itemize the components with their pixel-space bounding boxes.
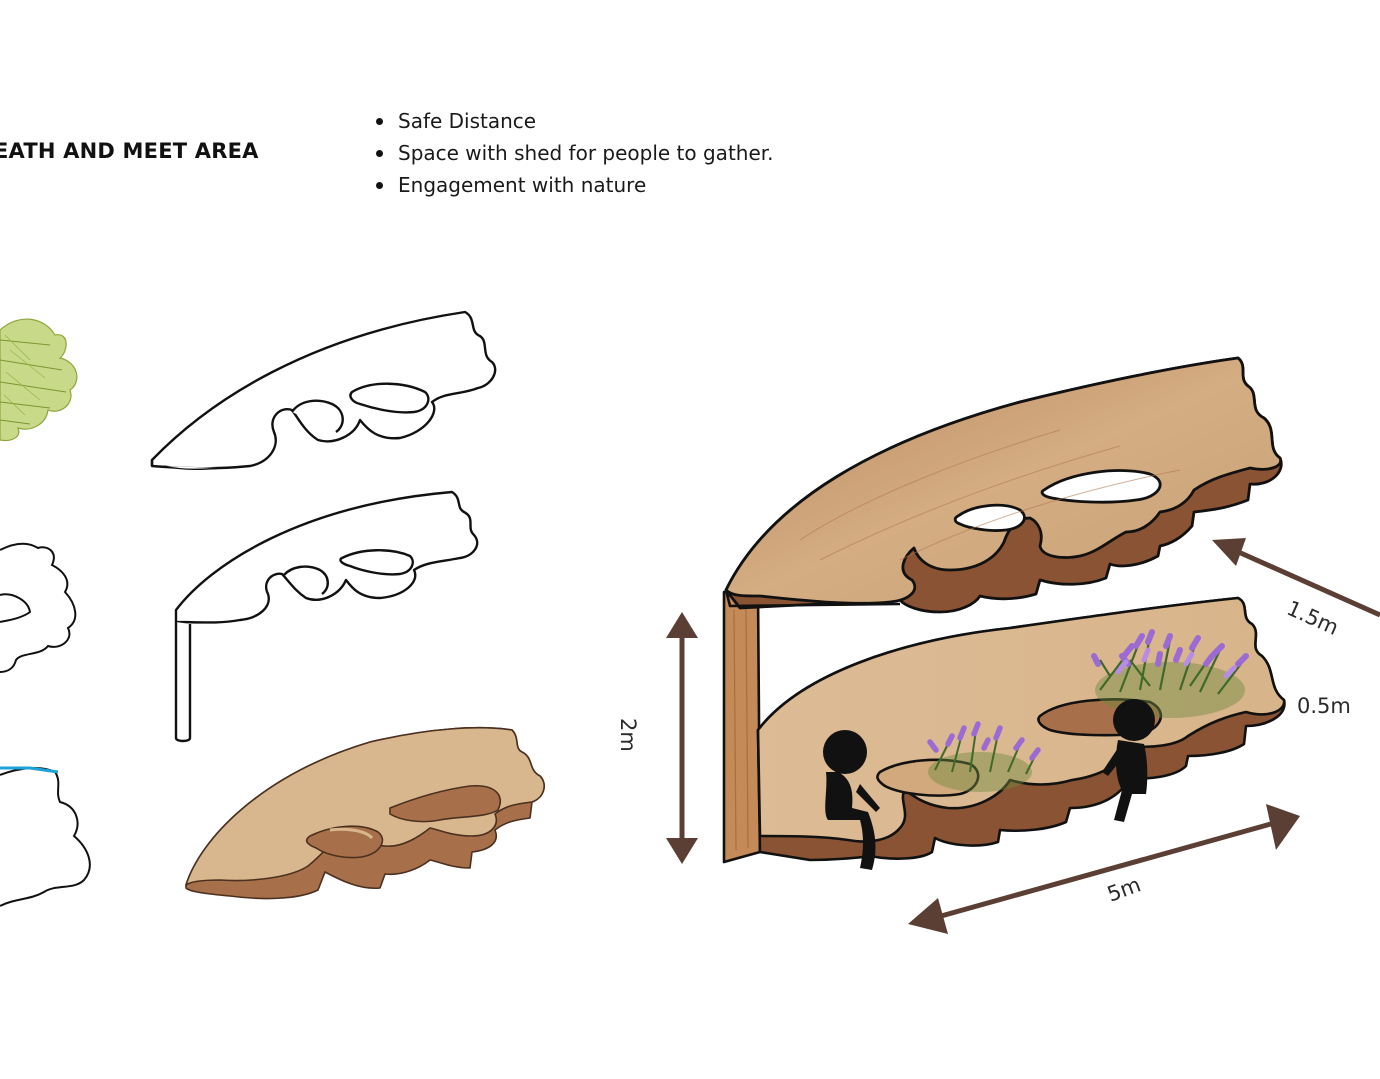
leaf-sketch-icon <box>0 318 78 442</box>
seat-platform <box>756 596 1286 862</box>
person-silhouette-icon <box>1102 699 1155 822</box>
bullet-icon <box>376 150 383 157</box>
seat-platform-sketch <box>185 726 545 900</box>
person-silhouette-icon <box>823 730 880 870</box>
feature-item-shed-space: Space with shed for people to gather. <box>374 138 774 170</box>
seat-height-dimension-label: 0.5m <box>1297 694 1351 718</box>
height-dimension-label: 2m <box>616 718 640 752</box>
bullet-icon <box>376 118 383 125</box>
roof-with-column-sketch <box>174 490 479 743</box>
dimension-arrow-height <box>666 612 698 864</box>
bullet-icon <box>376 182 383 189</box>
leaf-outline-sketch <box>0 542 77 673</box>
shed-roof <box>724 356 1283 614</box>
lavender-plant-icon <box>927 721 1041 792</box>
leaf-outline-sketch <box>0 766 91 907</box>
shed-column <box>722 588 762 864</box>
dimension-arrow-width <box>908 804 1300 934</box>
section-heading: EATH AND MEET AREA <box>0 139 259 163</box>
feature-list: Safe Distance Space with shed for people… <box>374 106 774 202</box>
feature-item-nature: Engagement with nature <box>374 170 774 202</box>
dimension-arrow-depth <box>1212 538 1380 618</box>
feature-item-safe-distance: Safe Distance <box>374 106 774 138</box>
roof-outline-sketch <box>150 310 497 471</box>
